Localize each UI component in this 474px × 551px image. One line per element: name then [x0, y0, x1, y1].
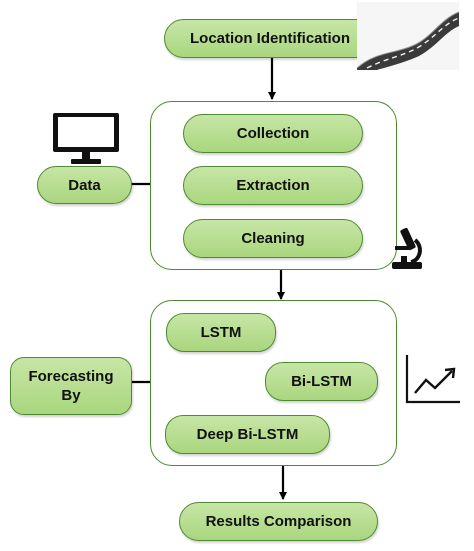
results-comparison-node: Results Comparison	[179, 502, 378, 541]
data-node: Data	[37, 166, 132, 204]
extraction-node: Extraction	[183, 166, 363, 205]
collection-node: Collection	[183, 114, 363, 153]
computer-monitor-icon	[53, 113, 119, 164]
cleaning-node: Cleaning	[183, 219, 363, 258]
bi-lstm-node: Bi-LSTM	[265, 362, 378, 401]
lstm-node: LSTM	[166, 313, 276, 352]
forecasting-by-label-line: Forecasting	[28, 368, 114, 385]
microscope-icon	[392, 227, 422, 269]
location-identification-node: Location Identification	[164, 19, 376, 58]
forecasting-by-label-line: By	[61, 387, 81, 404]
road-icon	[357, 2, 459, 70]
deep-bi-lstm-node: Deep Bi-LSTM	[165, 415, 330, 454]
line-chart-icon	[405, 355, 460, 404]
